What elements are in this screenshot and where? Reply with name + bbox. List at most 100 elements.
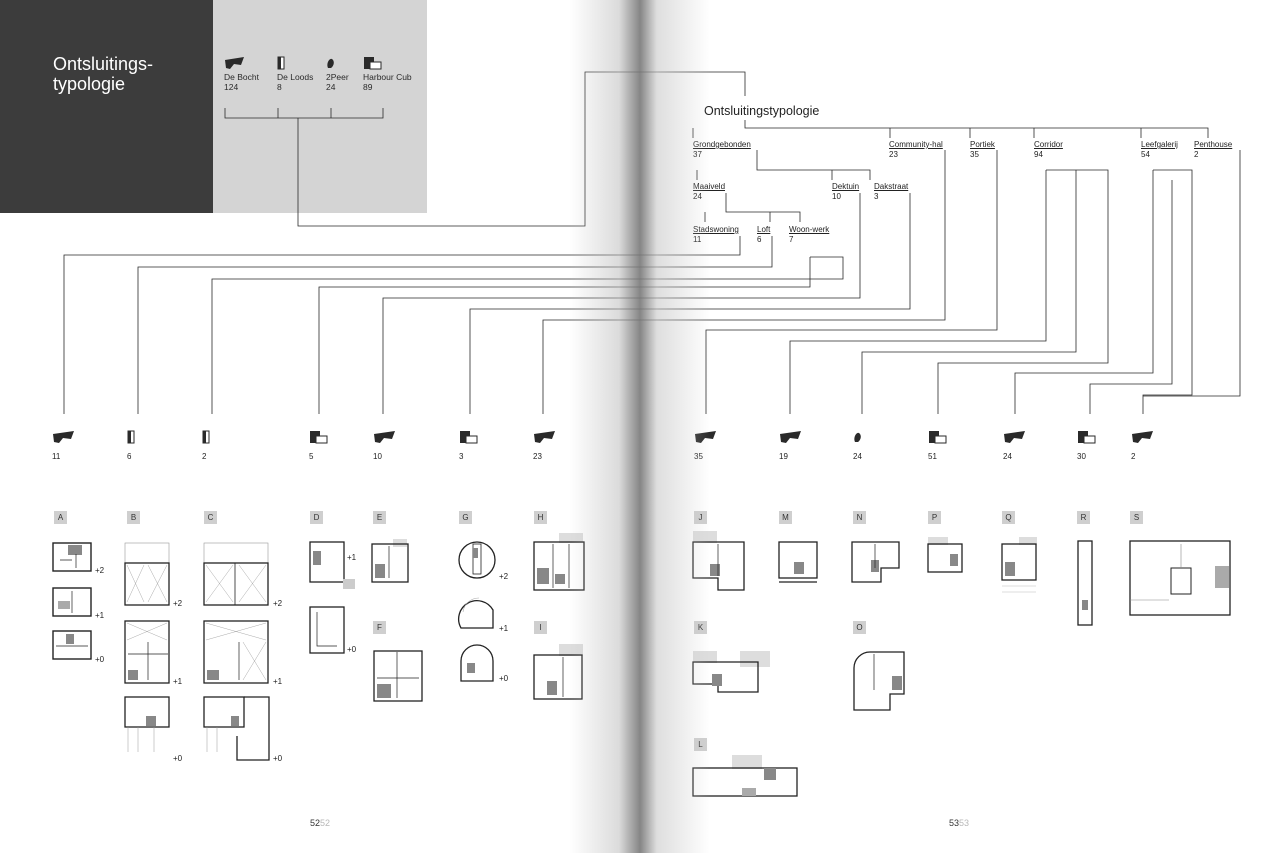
plan-label-n: N bbox=[853, 511, 866, 524]
leaf-7: 23 bbox=[533, 430, 557, 461]
node-name: Portiek bbox=[970, 140, 995, 149]
node-count: 94 bbox=[1034, 150, 1043, 159]
peer-icon bbox=[854, 432, 861, 442]
peer-icon bbox=[327, 58, 334, 68]
plan-label-j: J bbox=[694, 511, 707, 524]
floorplan-o bbox=[853, 651, 905, 711]
level-label: +0 bbox=[173, 754, 183, 763]
floorplan-c-level0 bbox=[203, 696, 270, 761]
level-label: +0 bbox=[347, 645, 357, 654]
node-count: 10 bbox=[832, 192, 841, 201]
page-title: Ontsluitings- typologie bbox=[53, 54, 153, 94]
floorplan-a-level1 bbox=[52, 587, 92, 617]
node-name: Maaiveld bbox=[693, 182, 726, 191]
bocht-icon bbox=[1004, 431, 1025, 443]
leaf-count: 19 bbox=[779, 452, 788, 461]
leaf-count: 10 bbox=[373, 452, 382, 461]
node-name: Stadswoning bbox=[693, 225, 739, 234]
leaf-4: 5 bbox=[309, 430, 329, 461]
bocht-icon bbox=[1132, 431, 1153, 443]
leaf-count: 24 bbox=[853, 452, 862, 461]
bocht-icon bbox=[780, 431, 801, 443]
leaf-count: 51 bbox=[928, 452, 937, 461]
floorplan-d-lower bbox=[309, 606, 345, 654]
bocht-icon bbox=[53, 431, 74, 443]
plan-label-r: R bbox=[1077, 511, 1090, 524]
floorplan-g-level0 bbox=[460, 644, 494, 682]
leaf-5: 10 bbox=[373, 430, 397, 461]
legend-count: 124 bbox=[224, 82, 239, 92]
node-count: 35 bbox=[970, 150, 979, 159]
plan-label-b: B bbox=[127, 511, 140, 524]
level-label: +1 bbox=[347, 553, 357, 562]
floorplan-n bbox=[851, 541, 900, 583]
plan-label-o: O bbox=[853, 621, 866, 634]
plan-label-m: M bbox=[779, 511, 792, 524]
leaf-count: 35 bbox=[694, 452, 703, 461]
legend-item-peer: 2Peer 24 bbox=[326, 56, 349, 92]
node-count: 3 bbox=[874, 192, 879, 201]
level-label: +1 bbox=[273, 677, 283, 686]
floorplan-s bbox=[1129, 540, 1231, 616]
floorplan-g-level2 bbox=[458, 541, 496, 579]
floorplan-k bbox=[692, 651, 770, 693]
level-label: +1 bbox=[499, 624, 509, 633]
plan-label-q: Q bbox=[1002, 511, 1015, 524]
harbour-icon bbox=[310, 431, 328, 444]
leaf-count: 11 bbox=[52, 452, 61, 461]
floorplan-m bbox=[778, 541, 818, 583]
node-count: 7 bbox=[789, 235, 794, 244]
floorplan-a-level2 bbox=[52, 542, 92, 572]
plan-label-p: P bbox=[928, 511, 941, 524]
leaf-count: 5 bbox=[309, 452, 314, 461]
leaf-9: 19 bbox=[779, 430, 803, 461]
node-name: Woon-werk bbox=[789, 225, 830, 234]
node-name: Dektuin bbox=[832, 182, 860, 191]
title-line-2: typologie bbox=[53, 74, 126, 94]
level-label: +0 bbox=[273, 754, 283, 763]
floorplan-c-level2 bbox=[203, 542, 269, 606]
page-number: 52 bbox=[310, 818, 321, 828]
leaf-6: 3 bbox=[459, 430, 479, 461]
level-label: +1 bbox=[173, 677, 183, 686]
page-number-ghost: 53 bbox=[959, 818, 970, 828]
plan-label-k: K bbox=[694, 621, 707, 634]
legend-count: 24 bbox=[326, 82, 336, 92]
legend-item-harbour: Harbour Cub 89 bbox=[363, 56, 412, 92]
floorplan-j bbox=[692, 531, 745, 591]
plan-label-i: I bbox=[534, 621, 547, 634]
floorplan-b-level2 bbox=[124, 542, 170, 606]
leaf-14: 2 bbox=[1131, 430, 1155, 461]
page-number-ghost: 52 bbox=[320, 818, 331, 828]
level-label: +0 bbox=[95, 655, 105, 664]
leaf-2: 6 bbox=[127, 430, 137, 461]
legend-panel bbox=[213, 0, 427, 213]
floorplan-h bbox=[533, 533, 585, 591]
floorplan-e bbox=[371, 539, 409, 583]
loods-icon bbox=[277, 56, 285, 70]
floorplan-p bbox=[927, 537, 963, 573]
leaf-11: 51 bbox=[928, 430, 948, 461]
leaf-13: 30 bbox=[1077, 430, 1097, 461]
leaf-8: 35 bbox=[694, 430, 718, 461]
node-name: Grondgebonden bbox=[693, 140, 751, 149]
tree-title: Ontsluitingstypologie bbox=[704, 104, 820, 118]
plan-label-f: F bbox=[373, 621, 386, 634]
floorplan-g-level1 bbox=[458, 597, 494, 629]
plan-label-l: L bbox=[694, 738, 707, 751]
legend-name: De Bocht bbox=[224, 72, 259, 82]
legend-item-bocht: De Bocht 124 bbox=[224, 56, 259, 92]
leaf-count: 2 bbox=[1131, 452, 1136, 461]
loods-icon bbox=[202, 430, 210, 444]
node-count: 2 bbox=[1194, 150, 1199, 159]
loods-icon bbox=[127, 430, 135, 444]
node-name: Corridor bbox=[1034, 140, 1063, 149]
left-page: Ontsluitings- typologie bbox=[0, 0, 427, 213]
